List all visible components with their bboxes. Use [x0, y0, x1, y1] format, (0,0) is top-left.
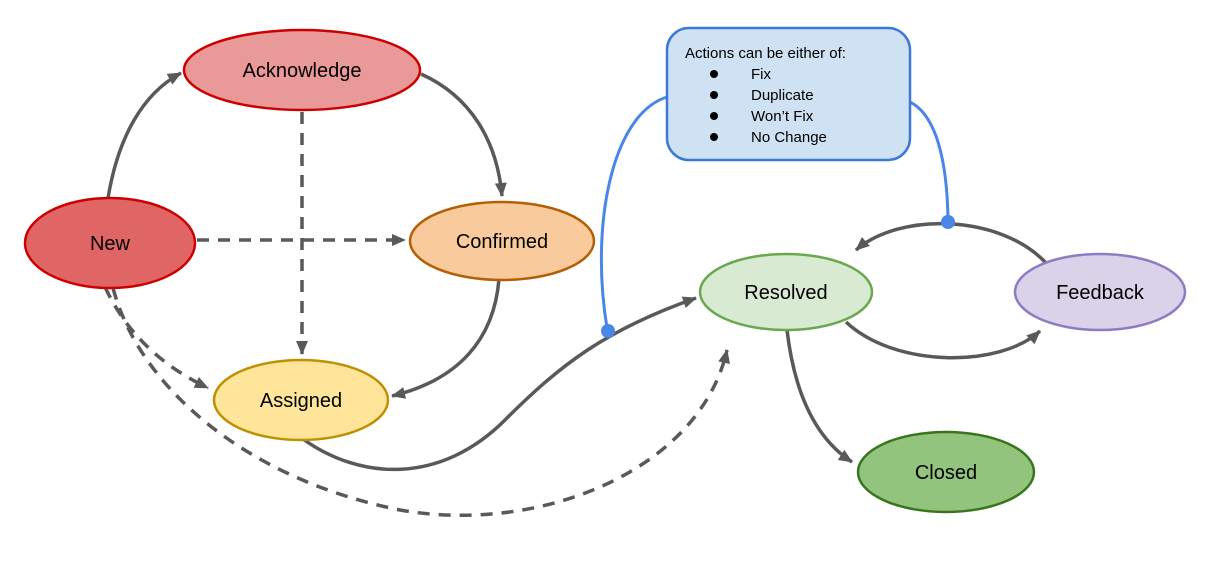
node-feedback-shape — [1013, 252, 1187, 332]
note-box-shape — [665, 26, 912, 162]
node-closed-shape — [856, 430, 1036, 514]
edge-assigned-resolved — [301, 296, 697, 472]
edge-new-assigned — [103, 286, 209, 390]
note-item: Fix — [751, 66, 771, 83]
note-item: Won’t Fix — [751, 108, 814, 125]
node-new-shape — [23, 196, 197, 290]
note-box: Actions can be either of: FixDuplicateWon… — [665, 26, 912, 162]
node-closed-label: Closed — [915, 462, 977, 484]
edge-feedback-resolved — [854, 221, 1048, 265]
edge-resolved-feedback — [844, 320, 1042, 360]
transition-edges — [103, 71, 1048, 518]
note-item: No Change — [751, 129, 827, 146]
edge-acknowledge-confirmed — [420, 72, 507, 197]
note-connector-right — [909, 100, 950, 220]
edge-resolved-closed — [785, 329, 853, 464]
node-resolved-shape — [698, 252, 874, 332]
note-connector-left — [599, 95, 668, 329]
node-resolved: Resolved — [698, 252, 874, 332]
edge-new-acknowledge — [106, 71, 182, 199]
node-confirmed-shape — [408, 200, 596, 282]
edge-confirmed-assigned — [391, 278, 501, 399]
node-resolved-label: Resolved — [744, 282, 827, 304]
connector-dot — [941, 215, 955, 229]
node-feedback: Feedback — [1013, 252, 1187, 332]
bullet-icon — [710, 112, 718, 120]
node-feedback-label: Feedback — [1056, 282, 1145, 304]
node-new-label: New — [90, 233, 131, 255]
note-title: Actions can be either of: — [685, 45, 846, 62]
node-confirmed-label: Confirmed — [456, 231, 548, 253]
node-acknowledge: Acknowledge — [182, 28, 422, 112]
node-assigned-shape — [212, 358, 390, 442]
bullet-icon — [710, 70, 718, 78]
node-new: New — [23, 196, 197, 290]
bullet-icon — [710, 91, 718, 99]
node-assigned-label: Assigned — [260, 390, 342, 412]
node-confirmed: Confirmed — [408, 200, 596, 282]
connector-dot — [601, 324, 615, 338]
node-assigned: Assigned — [212, 358, 390, 442]
note-item: Duplicate — [751, 87, 814, 104]
edge-new-resolved — [111, 287, 730, 518]
node-acknowledge-shape — [182, 28, 422, 112]
bullet-icon — [710, 133, 718, 141]
note-connectors — [599, 95, 955, 338]
node-acknowledge-label: Acknowledge — [243, 60, 362, 82]
node-closed: Closed — [856, 430, 1036, 514]
